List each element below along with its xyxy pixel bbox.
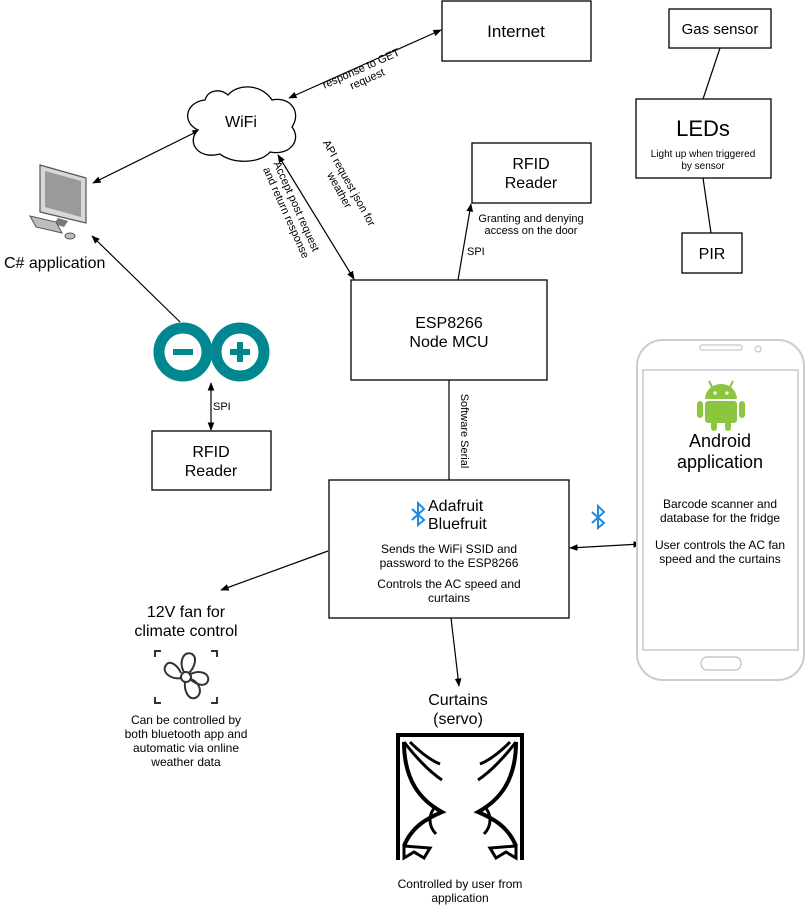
edge-esp-rfid bbox=[457, 203, 474, 281]
android-robot-icon bbox=[697, 380, 745, 431]
svg-text:RFID: RFID bbox=[512, 156, 549, 173]
internet-label: Internet bbox=[487, 22, 545, 41]
svg-text:Controlled by user from: Controlled by user from bbox=[398, 877, 523, 891]
pir-node: PIR bbox=[681, 232, 743, 274]
rfid-reader-bottom: RFID Reader bbox=[151, 430, 272, 491]
label-accept-post: Accept post request and return response bbox=[260, 160, 323, 261]
fan-icon bbox=[154, 650, 218, 704]
wifi-label: WiFi bbox=[225, 114, 257, 131]
svg-text:Controls the AC speed and: Controls the AC speed and bbox=[377, 577, 520, 591]
svg-text:Can be controlled by: Can be controlled by bbox=[131, 713, 241, 727]
svg-text:automatic via online: automatic via online bbox=[133, 741, 239, 755]
bluetooth-icon bbox=[411, 500, 426, 528]
internet-node: Internet bbox=[441, 0, 592, 62]
svg-text:password to the ESP8266: password to the ESP8266 bbox=[380, 556, 519, 570]
svg-text:Reader: Reader bbox=[185, 463, 238, 480]
svg-text:User controls the AC fan: User controls the AC fan bbox=[655, 538, 785, 552]
edges bbox=[91, 29, 721, 687]
csharp-app-label: C# application bbox=[4, 255, 105, 272]
smartphone-frame-icon bbox=[636, 339, 805, 681]
rfid-top-note-1: Granting and denying bbox=[478, 213, 583, 225]
label-software-serial: Software Serial bbox=[458, 394, 470, 469]
rfid-reader-top: RFID Reader bbox=[471, 142, 592, 204]
adafruit-bluefruit-node: Adafruit Bluefruit Sends the WiFi SSID a… bbox=[328, 479, 570, 619]
label-api-request: API request json for weather bbox=[309, 138, 378, 237]
esp8266-node: ESP8266 Node MCU bbox=[350, 279, 548, 381]
svg-text:Gas sensor: Gas sensor bbox=[682, 21, 759, 38]
edge-ada-curtains bbox=[450, 617, 462, 687]
edge-ada-fan bbox=[220, 550, 329, 591]
svg-text:Adafruit: Adafruit bbox=[428, 498, 484, 515]
computer-icon bbox=[29, 164, 87, 240]
svg-text:Barcode scanner and: Barcode scanner and bbox=[663, 497, 777, 511]
edge-internet-wifi bbox=[288, 29, 442, 99]
curtains-title-2: (servo) bbox=[433, 711, 483, 728]
bluetooth-icon bbox=[591, 503, 606, 531]
svg-text:both bluetooth app and: both bluetooth app and bbox=[125, 727, 248, 741]
svg-text:Bluefruit: Bluefruit bbox=[428, 516, 487, 533]
label-arduino-rfid-spi: SPI bbox=[213, 401, 231, 413]
svg-text:Reader: Reader bbox=[505, 175, 558, 192]
svg-text:weather data: weather data bbox=[150, 755, 221, 769]
curtains-icon bbox=[396, 733, 524, 861]
label-internet-wifi: response to GET request bbox=[321, 46, 409, 103]
curtains-title-1: Curtains bbox=[428, 692, 488, 709]
fan-title-2: climate control bbox=[134, 623, 237, 640]
svg-text:application: application bbox=[431, 891, 488, 905]
wifi-cloud: WiFi bbox=[187, 86, 297, 162]
rfid-top-note-2: access on the door bbox=[485, 225, 578, 237]
svg-text:Light up when triggered: Light up when triggered bbox=[651, 149, 756, 160]
edge-leds-pir bbox=[702, 177, 712, 234]
leds-node: LEDs Light up when triggered by sensor bbox=[635, 98, 772, 179]
fan-title-1: 12V fan for bbox=[147, 604, 226, 621]
edge-gas-leds bbox=[702, 47, 721, 100]
svg-text:ESP8266: ESP8266 bbox=[415, 315, 483, 332]
label-esp-rfid-spi: SPI bbox=[467, 246, 485, 258]
svg-text:LEDs: LEDs bbox=[676, 116, 730, 141]
svg-text:Node MCU: Node MCU bbox=[409, 334, 488, 351]
svg-text:Sends the WiFi SSID and: Sends the WiFi SSID and bbox=[381, 542, 517, 556]
android-title-2: application bbox=[677, 452, 763, 472]
svg-text:RFID: RFID bbox=[192, 444, 229, 461]
svg-text:by sensor: by sensor bbox=[681, 161, 725, 172]
edge-arduino-computer bbox=[91, 235, 181, 323]
edge-wifi-computer bbox=[92, 129, 201, 184]
svg-text:database for the fridge: database for the fridge bbox=[660, 511, 780, 525]
edge-wifi-esp bbox=[277, 154, 355, 280]
svg-text:speed and the curtains: speed and the curtains bbox=[659, 552, 780, 566]
svg-text:curtains: curtains bbox=[428, 591, 470, 605]
edge-ada-android bbox=[569, 541, 642, 551]
svg-text:PIR: PIR bbox=[699, 246, 726, 263]
arduino-logo-icon bbox=[153, 322, 270, 382]
gas-sensor-node: Gas sensor bbox=[668, 8, 772, 49]
android-title-1: Android bbox=[689, 431, 751, 451]
